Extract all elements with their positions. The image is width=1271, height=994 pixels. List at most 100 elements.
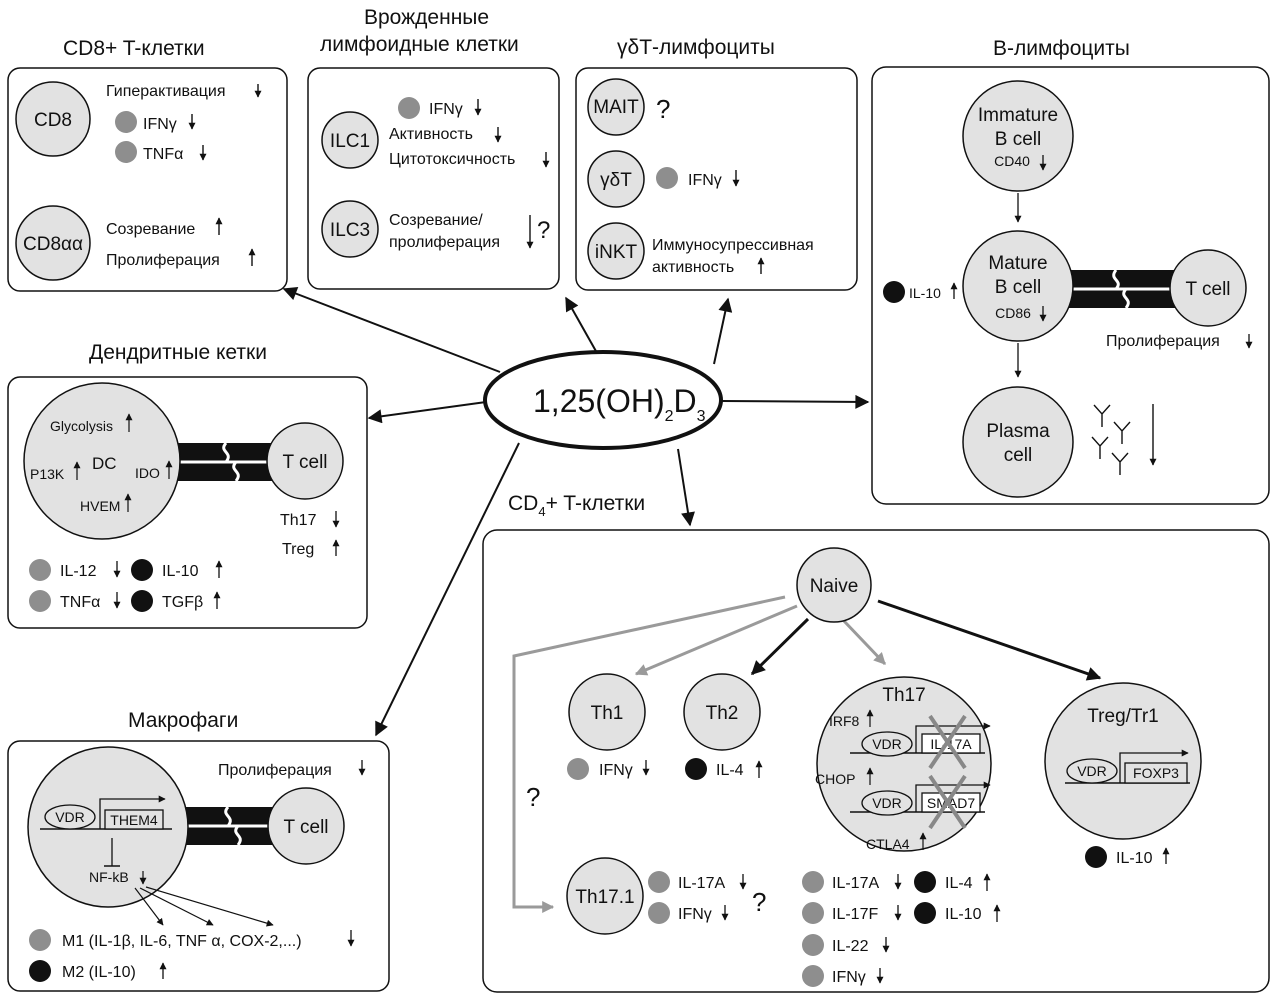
- svg-text:CD8αα: CD8αα: [23, 234, 83, 255]
- svg-text:Plasma: Plasma: [986, 421, 1050, 442]
- svg-text:SMAD7: SMAD7: [927, 795, 975, 811]
- gdt-cell: [587, 150, 645, 208]
- svg-text:DC: DC: [92, 454, 117, 473]
- gray-dot: [648, 902, 670, 924]
- svg-text:Treg: Treg: [282, 541, 314, 558]
- svg-text:VDR: VDR: [872, 736, 902, 752]
- svg-text:P13K: P13K: [30, 466, 65, 482]
- svg-text:?: ?: [537, 217, 550, 244]
- svg-text:VDR: VDR: [872, 795, 902, 811]
- mac-t-cell: [267, 787, 345, 865]
- svg-text:THEM4: THEM4: [110, 812, 158, 828]
- svg-text:IL-12: IL-12: [60, 563, 97, 580]
- svg-text:Mature: Mature: [988, 253, 1047, 274]
- cd4-arrows: [512, 595, 1102, 913]
- svg-text:Пролиферация: Пролиферация: [106, 252, 220, 269]
- svg-text:Th17: Th17: [882, 685, 925, 706]
- svg-text:лимфоидные клетки: лимфоидные клетки: [320, 33, 519, 56]
- svg-text:IFNγ: IFNγ: [429, 101, 463, 118]
- svg-text:ILC1: ILC1: [330, 131, 370, 152]
- svg-text:IL-10: IL-10: [162, 563, 199, 580]
- svg-text:TNFα: TNFα: [143, 146, 183, 163]
- dc-cell: [23, 382, 181, 540]
- svg-text:Дендритные кетки: Дендритные кетки: [89, 341, 267, 364]
- svg-text:?: ?: [526, 782, 540, 812]
- black-dot: [29, 960, 51, 982]
- gray-dot: [398, 97, 420, 119]
- svg-text:Immature: Immature: [978, 105, 1058, 126]
- gdt-panel: γδТ-лимфоциты MAIT ? γδT IFNγ iNKT Иммун…: [575, 36, 858, 291]
- svg-text:IFNγ: IFNγ: [599, 762, 633, 779]
- svg-text:Naive: Naive: [810, 576, 859, 597]
- svg-text:FOXP3: FOXP3: [1133, 765, 1179, 781]
- gray-dot: [656, 167, 678, 189]
- treg-cell: [1044, 682, 1202, 840]
- gray-dot: [802, 965, 824, 987]
- black-dot: [1085, 846, 1107, 868]
- arrow-to-gdt: [713, 297, 733, 365]
- svg-text:IL-17F: IL-17F: [832, 906, 878, 923]
- svg-text:Th1: Th1: [591, 703, 624, 724]
- svg-text:Пролиферация: Пролиферация: [218, 762, 332, 779]
- vdr-receptor: [44, 804, 96, 830]
- svg-text:IL-10: IL-10: [1116, 850, 1153, 867]
- svg-text:Макрофаги: Макрофаги: [128, 709, 238, 732]
- gray-dot: [29, 590, 51, 612]
- svg-text:Гиперактивация: Гиперактивация: [106, 83, 226, 100]
- svg-text:VDR: VDR: [55, 809, 85, 825]
- svg-text:IL-17A: IL-17A: [832, 875, 879, 892]
- svg-text:T cell: T cell: [1185, 279, 1230, 300]
- svg-text:T cell: T cell: [282, 452, 327, 473]
- svg-text:Th17: Th17: [280, 512, 317, 529]
- cd8-title: CD8+ T-клетки: [63, 37, 205, 60]
- svg-text:IFNγ: IFNγ: [832, 969, 866, 986]
- cd8-panel: CD8+ T-клетки CD8 Гиперактивация IFNγ TN…: [7, 37, 288, 292]
- svg-text:Созревание: Созревание: [106, 221, 195, 238]
- arrow-to-mac: [375, 442, 520, 737]
- svg-text:?: ?: [656, 94, 670, 124]
- center-arrows: [282, 286, 870, 737]
- b-panel: B-лимфоциты Immature B cell CD40 Mature …: [871, 37, 1270, 505]
- arrow-to-b: [721, 394, 870, 409]
- ilc3-cell: [321, 200, 379, 258]
- svg-text:пролиферация: пролиферация: [389, 234, 500, 251]
- arrow-to-cd8: [282, 286, 501, 373]
- mature-b-cell: [962, 230, 1074, 342]
- cross-mark: [928, 774, 967, 830]
- svg-text:IL-4: IL-4: [716, 762, 744, 779]
- svg-text:B cell: B cell: [995, 277, 1041, 298]
- center-node: 1,25(OH)2D3: [483, 350, 723, 450]
- arrow-to-cd4: [677, 448, 695, 527]
- cd8-cell: [15, 81, 91, 157]
- them4-gene: [104, 809, 164, 830]
- svg-text:γδТ-лимфоциты: γδТ-лимфоциты: [617, 36, 775, 59]
- black-dot: [883, 281, 905, 303]
- svg-text:CHOP: CHOP: [815, 771, 855, 787]
- cd4-title: CD4+ T-клетки: [508, 492, 645, 519]
- svg-text:IFNγ: IFNγ: [688, 172, 722, 189]
- svg-text:IDO: IDO: [135, 465, 160, 481]
- svg-text:Glycolysis: Glycolysis: [50, 418, 113, 434]
- svg-text:NF-kB: NF-kB: [89, 869, 129, 885]
- svg-text:IFNγ: IFNγ: [678, 906, 712, 923]
- svg-text:CTLA4: CTLA4: [866, 836, 910, 852]
- cd8aa-cell: [15, 205, 91, 281]
- svg-text:Цитотоксичность: Цитотоксичность: [389, 151, 515, 168]
- svg-text:IL-10: IL-10: [945, 906, 982, 923]
- svg-text:IL-17A: IL-17A: [678, 875, 725, 892]
- black-dot: [131, 559, 153, 581]
- gray-dot: [115, 111, 137, 133]
- arrow-to-dc: [367, 401, 487, 424]
- gray-dot: [29, 559, 51, 581]
- b-t-synapse: [1068, 269, 1176, 309]
- svg-text:iNKT: iNKT: [595, 242, 638, 263]
- svg-text:IL-22: IL-22: [832, 938, 869, 955]
- svg-text:CD86: CD86: [995, 305, 1031, 321]
- b-t-cell: [1169, 249, 1247, 327]
- gray-dot: [802, 871, 824, 893]
- gray-dot: [567, 758, 589, 780]
- svg-text:Th17.1: Th17.1: [575, 887, 634, 908]
- smad7-gene: [921, 792, 981, 813]
- black-dot: [914, 871, 936, 893]
